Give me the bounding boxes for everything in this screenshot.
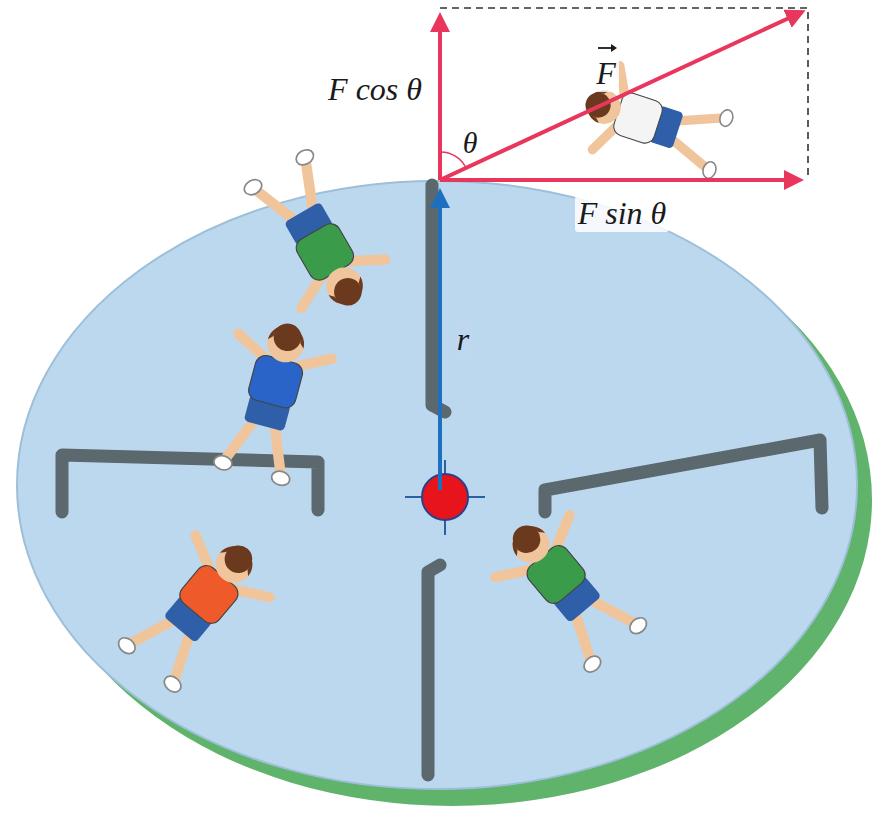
radius-vector: [438, 192, 442, 490]
rotation-axis: [422, 474, 468, 520]
component-rectangle: [440, 8, 808, 180]
component-label: F cos θ: [325, 72, 425, 107]
radius-label: r: [454, 322, 472, 357]
vector-arrow-over-f: [598, 44, 617, 52]
hand-bars: [62, 185, 822, 775]
component-label: F sin θ: [575, 196, 670, 231]
vector-label: F: [593, 56, 619, 91]
force-vectors: [440, 12, 802, 180]
angle-label: θ: [460, 126, 481, 159]
merry-go-round-platform: [17, 181, 857, 789]
axis-cross: [405, 460, 485, 535]
children: [108, 59, 737, 701]
